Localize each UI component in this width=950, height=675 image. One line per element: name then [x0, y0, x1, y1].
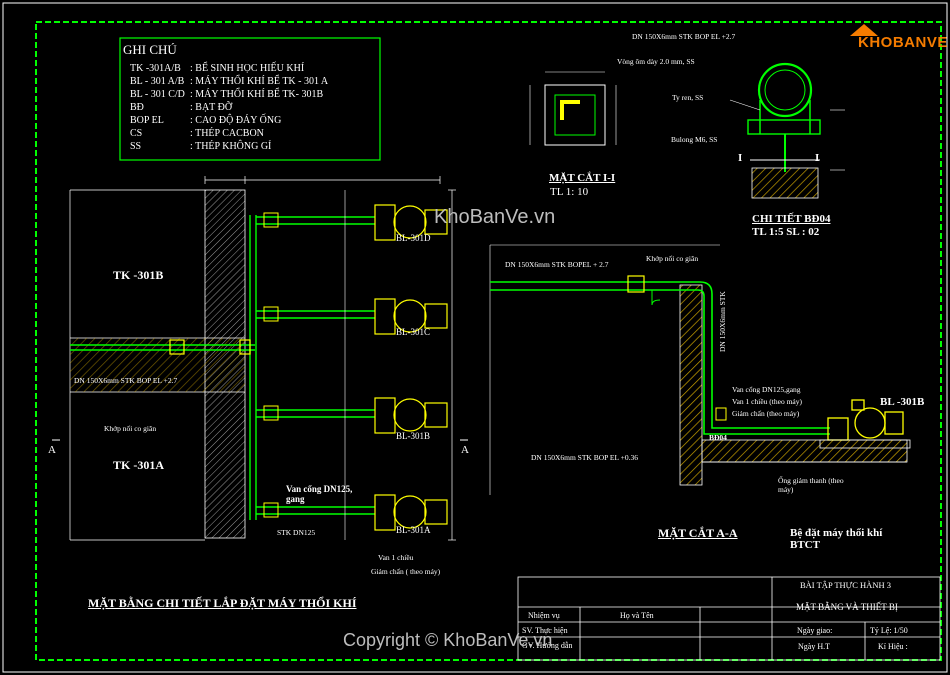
logo-house-icon	[850, 24, 878, 36]
legend-row: BOP EL: CAO ĐỘ ĐÁY ỐNG	[130, 115, 282, 126]
aa-pipe-bottom: DN 150X6mm STK BOP EL +0.36	[531, 453, 639, 462]
legend-box	[119, 37, 381, 161]
detail-bd04-drawing	[729, 62, 845, 199]
tank-b-label: TK -301B	[113, 268, 164, 282]
logo-text: KHOBANVE	[858, 34, 948, 51]
plan-damper-label: Giảm chấn ( theo máy)	[371, 567, 441, 576]
tb-date: Ngày H.T	[798, 642, 830, 651]
plan-check-label: Van 1 chiều	[378, 553, 414, 562]
section-ii-scale: TL 1: 10	[550, 186, 589, 198]
blower-label-c: BL-301C	[396, 327, 431, 337]
bd04-clamp-label: Vòng ôm dày 2.0 mm, SS	[617, 57, 695, 66]
tb-name: Họ và Tên	[620, 611, 654, 620]
legend-row: BL - 301 A/B: MÁY THỔI KHÍ BỂ TK - 301 A	[130, 76, 329, 87]
plan-title: MẶT BẰNG CHI TIẾT LẮP ĐẶT MÁY THỔI KHÍ	[88, 596, 357, 610]
watermark-copyright: Copyright © KhoBanVe.vn	[343, 630, 553, 650]
section-mark-left: A	[48, 444, 56, 456]
plan-joints	[169, 212, 279, 518]
bd04-rod-label: Ty ren, SS	[672, 93, 704, 102]
aa-blower: BL -301B	[880, 396, 925, 408]
legend-row: BL - 301 C/D: MÁY THỔI KHÍ BỂ TK- 301B	[130, 89, 324, 100]
plan-pipes	[70, 215, 375, 520]
aa-bd: BĐ04	[709, 433, 727, 442]
watermark-center: KhoBanVe.vn	[434, 206, 556, 228]
aa-joint: Khớp nối co giãn	[646, 254, 699, 263]
tb-row2: GV. Hướng dẫn	[522, 641, 573, 650]
legend-row: TK -301A/B: BỂ SINH HỌC HIẾU KHÍ	[130, 63, 305, 74]
bd04-bolt-label: Bulong M6, SS	[671, 135, 718, 144]
aa-damper: Giảm chấn (theo máy)	[732, 409, 800, 418]
bd04-mark-i-left: I	[738, 152, 743, 164]
section-mark-right: A	[461, 444, 469, 456]
bd04-mark-i-right: I	[815, 152, 820, 164]
tb-exercise: BÀI TẬP THỰC HÀNH 3	[800, 580, 891, 590]
plan-valve-label: Van cổng DN125, gang	[286, 484, 353, 504]
plan-joint-label: Khớp nối co giãn	[104, 424, 157, 433]
legend-row: SS: THÉP KHÔNG GỈ	[130, 141, 272, 152]
aa-vertical: DN 150X6mm STK	[718, 291, 727, 352]
aa-pipe-top: DN 150X6mm STK BOPEL + 2.7	[505, 260, 609, 269]
plan-stk-label: STK DN125	[277, 528, 316, 537]
blower-label-a: BL-301A	[396, 525, 431, 535]
tb-task: Nhiệm vụ	[528, 611, 560, 620]
bd04-title: CHI TIẾT BĐ04	[752, 213, 831, 225]
tb-row1: SV. Thực hiện	[522, 626, 568, 635]
section-aa-drawing	[489, 244, 911, 495]
tb-scale: Tỷ Lệ: 1/50	[870, 626, 908, 635]
aa-valve: Van cổng DN125,gang	[732, 385, 801, 394]
plan-pipe-label: DN 150X6mm STK BOP EL +2.7	[74, 376, 178, 385]
blower-label-b: BL-301B	[396, 431, 431, 441]
aa-silencer: Ống giảm thanh (theo máy)	[778, 476, 844, 494]
plan-blowers	[374, 204, 448, 531]
title-block-lines	[517, 576, 941, 661]
bd04-scale: TL 1:5 SL : 02	[752, 226, 820, 238]
tb-sign: Kí Hiệu :	[878, 642, 908, 651]
aa-title: MẶT CẮT A-A	[658, 526, 738, 540]
legend-title: GHI CHÚ	[123, 42, 177, 57]
blower-label-d: BL-301D	[396, 233, 431, 243]
tank-a-label: TK -301A	[113, 458, 164, 472]
tb-drawing: MẶT BẰNG VÀ THIẾT BỊ	[796, 602, 898, 612]
drawing-frame	[35, 21, 942, 661]
aa-check: Van 1 chiều (theo máy)	[732, 397, 802, 406]
bd04-pipe-label: DN 150X6mm STK BOP EL +2.7	[632, 32, 736, 41]
tb-date-give: Ngày giao:	[797, 626, 833, 635]
khobanve-logo: KHOBANVE	[850, 16, 947, 51]
legend-row: BĐ: BẠT ĐỠ	[130, 102, 233, 113]
plan-dimensions	[69, 176, 456, 541]
legend-row: CS: THÉP CACBON	[130, 128, 264, 139]
section-ii-title: MẶT CẮT I-I	[549, 172, 616, 184]
section-ii-box	[544, 84, 606, 146]
aa-base: Bệ đặt máy thổi khí BTCT	[790, 527, 883, 551]
